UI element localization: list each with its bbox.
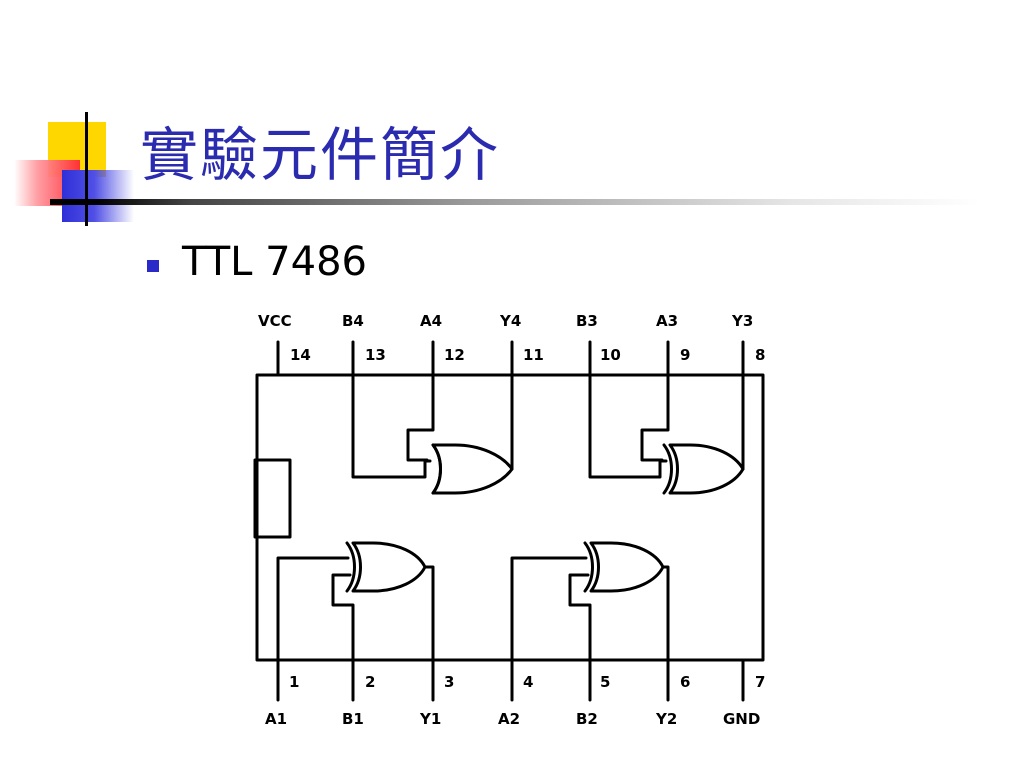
pin-label-top: Y3 (731, 312, 753, 330)
wire-b1 (331, 573, 355, 662)
top-pin-labels: VCC B4 A4 Y4 B3 A3 Y3 (258, 312, 753, 330)
pin-number-top: 12 (444, 346, 465, 364)
pin-label-bottom: A2 (498, 710, 520, 728)
title-underline (50, 199, 980, 205)
pin-number-top: 11 (523, 346, 544, 364)
wire-y2 (661, 565, 670, 662)
pin-number-bottom: 7 (755, 673, 765, 691)
wire-b3 (588, 373, 668, 479)
pin-number-top: 9 (680, 346, 690, 364)
slide-title: 實驗元件簡介 (140, 121, 501, 189)
decor-vertical-line (85, 112, 88, 226)
pin-label-bottom: Y2 (655, 710, 677, 728)
pin-number-top: 10 (600, 346, 621, 364)
pin-number-top: 14 (290, 346, 311, 364)
chip-body (255, 373, 765, 662)
decor-blue-gradient (62, 170, 134, 222)
wire-a4 (406, 373, 435, 462)
xor-gate-2 (583, 541, 665, 593)
pin-number-top: 8 (755, 346, 765, 364)
pin-label-top: B4 (342, 312, 364, 330)
pin-number-bottom: 4 (523, 673, 533, 691)
top-pin-numbers: 14 13 12 11 10 9 8 (290, 346, 765, 364)
xor-gate-1 (345, 541, 427, 593)
pin-label-top: A3 (656, 312, 678, 330)
pin-label-bottom: B2 (576, 710, 598, 728)
pin-label-top: Y4 (499, 312, 521, 330)
xor-gate-4 (431, 443, 514, 495)
wire-a3 (640, 373, 670, 462)
wire-b4 (351, 373, 432, 479)
pin-number-top: 13 (365, 346, 386, 364)
xor-gate-3 (662, 443, 745, 495)
pin-label-top: B3 (576, 312, 598, 330)
pin-label-top: VCC (258, 312, 292, 330)
pin-label-top: A4 (420, 312, 442, 330)
bottom-pin-numbers: 1 2 3 4 5 6 7 (289, 673, 765, 691)
pin-label-bottom: B1 (342, 710, 364, 728)
pin-number-bottom: 5 (600, 673, 610, 691)
bullet-text: TTL 7486 (182, 239, 367, 285)
pin-label-bottom: Y1 (419, 710, 441, 728)
pin-number-bottom: 6 (680, 673, 690, 691)
wire-b2 (568, 573, 592, 662)
bottom-pin-labels: A1 B1 Y1 A2 B2 Y2 GND (265, 710, 760, 728)
pin-label-bottom: A1 (265, 710, 287, 728)
wire-a1 (276, 556, 350, 662)
pin-number-bottom: 1 (289, 673, 299, 691)
pin-number-bottom: 3 (444, 673, 454, 691)
chip-notch (253, 458, 292, 539)
wire-y1 (423, 565, 435, 662)
pin-number-bottom: 2 (365, 673, 375, 691)
pin-label-bottom: GND (723, 710, 760, 728)
bullet-marker-icon (147, 260, 159, 272)
wire-a2 (510, 556, 588, 662)
ic-pinout-diagram: VCC B4 A4 Y4 B3 A3 Y3 14 13 12 11 10 9 8… (253, 312, 765, 728)
